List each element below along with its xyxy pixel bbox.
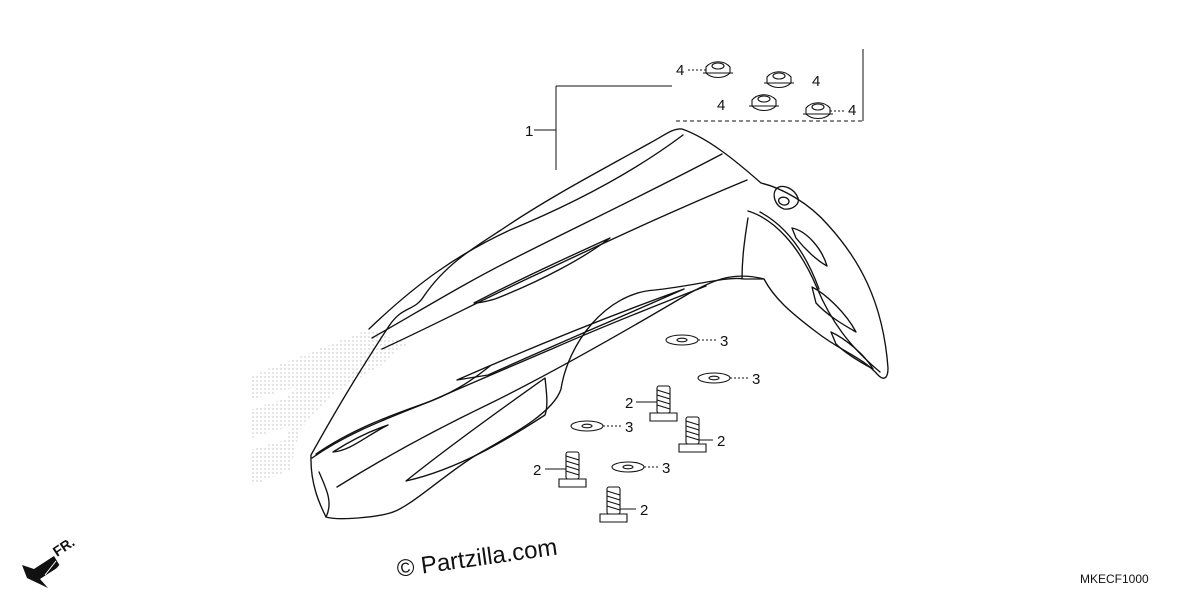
fender-rear-plate [773,185,800,210]
callout-washer: 3 [720,333,728,350]
nut-part [703,61,733,79]
watermark: © Partzilla.com [395,534,559,583]
fender-shadow-stripe-2 [250,426,292,450]
callout-nut: 4 [848,102,856,119]
callout-nut: 4 [812,73,820,90]
nut-leaders [688,69,845,112]
fender-rear-inner-2 [759,211,820,290]
washer-part [665,334,699,346]
fender-side-line [311,285,707,459]
fender-top-rib-2 [371,153,723,339]
bolt-leaders [545,401,713,510]
fender-mid-vent [456,288,685,381]
washer-part [611,461,645,473]
leader-fender [534,85,672,170]
front-direction-arrow-icon [22,556,61,588]
fender-top-rib-3 [381,179,748,350]
fender-left-vent-2 [405,377,548,482]
fender-rear-stripe [811,286,857,333]
callout-bolt: 2 [640,502,648,519]
diagram-code: MKECF1000 [1080,572,1149,586]
callout-bolt: 2 [625,395,633,412]
bolt-part [678,416,707,453]
washer-part [570,420,604,432]
callout-washer: 3 [752,371,760,388]
nut-part [803,102,833,120]
callout-bolt: 2 [717,433,725,450]
washer-part [697,372,731,384]
bolt-part [649,385,678,422]
fender-rear-lip [741,217,749,280]
fender-rear-plate-hole [777,196,790,206]
fender-shadow-stripe [250,386,300,410]
fender-left-vent [332,424,389,453]
callout-nut: 4 [717,97,725,114]
nut-group-bracket [676,49,864,122]
fender-right-vent [473,237,611,304]
callout-washer: 3 [625,419,633,436]
bolt-part [599,486,628,523]
fender-center-line [336,275,765,488]
fender-rear-stripe-2 [830,331,874,370]
fender-rear-inner [747,210,881,373]
washer-leaders [603,339,748,468]
bolt-part [558,451,587,488]
nut-part [764,71,794,89]
fender-rear-stripe-3 [791,227,828,267]
fender-top-rib [368,134,684,330]
fender-shadow [250,330,408,486]
nut-part [749,94,779,112]
callout-bolt: 2 [533,462,541,479]
front-fender [310,128,889,520]
fender-front-tip [318,471,330,518]
front-direction-label: FR. [50,534,78,560]
callout-washer: 3 [662,460,670,477]
callout-fender: 1 [525,123,533,140]
callout-nut: 4 [676,62,684,79]
